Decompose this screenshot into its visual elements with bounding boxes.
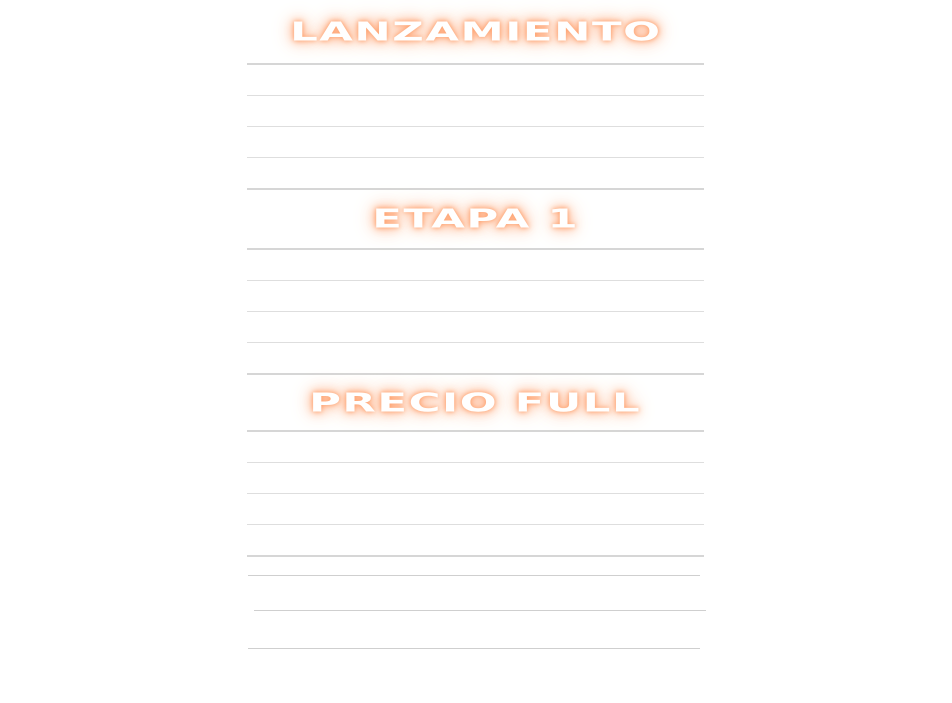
table-row [247,158,704,190]
section-title-precio-full: PRECIO FULL [309,386,642,418]
section-header-precio-full: PRECIO FULL [247,375,704,432]
section-header-etapa-1: ETAPA 1 [247,190,704,250]
table-row [247,525,704,557]
table-row [247,65,704,96]
table-row [247,250,704,281]
table-row [247,494,704,525]
table-row [247,463,704,494]
footer-divider [248,575,700,576]
pricing-table: LANZAMIENTO ETAPA 1 PRECIO FULL [247,0,704,557]
table-row [247,281,704,312]
footer-divider [254,610,706,611]
table-row [247,312,704,343]
footer-divider [248,648,700,649]
table-row [247,343,704,375]
table-row [247,96,704,127]
table-row [247,432,704,463]
section-header-lanzamiento: LANZAMIENTO [247,0,704,65]
section-title-etapa-1: ETAPA 1 [371,203,580,234]
table-row [247,127,704,158]
section-title-lanzamiento: LANZAMIENTO [289,15,662,47]
